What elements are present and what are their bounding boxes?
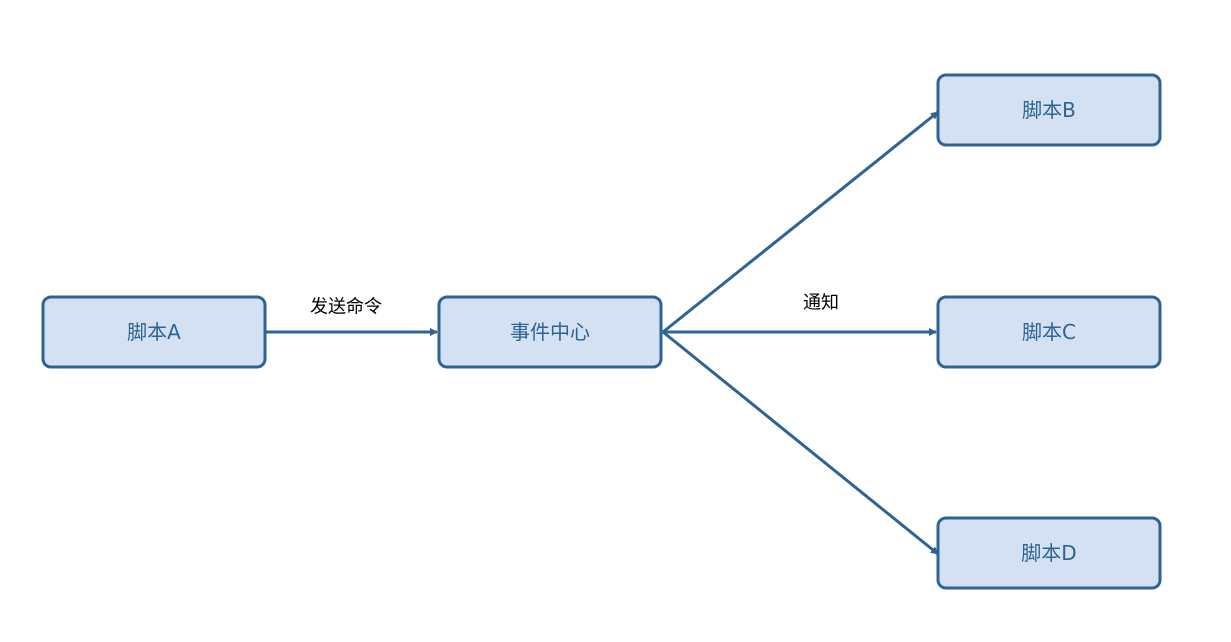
- edge-label-notify: 通知: [803, 293, 839, 314]
- node-script-b: 脚本B: [936, 73, 1162, 147]
- node-script-a: 脚本A: [41, 295, 267, 369]
- node-script-d: 脚本D: [936, 516, 1162, 590]
- edge-center-to-b: [662, 110, 939, 334]
- node-script-c-label: 脚本C: [1022, 320, 1076, 344]
- node-script-a-label: 脚本A: [127, 320, 181, 344]
- node-event-center-label: 事件中心: [510, 320, 590, 344]
- node-script-c: 脚本C: [936, 295, 1162, 369]
- node-script-b-label: 脚本B: [1022, 98, 1076, 122]
- node-event-center: 事件中心: [437, 295, 663, 369]
- edge-label-send-command: 发送命令: [310, 297, 382, 318]
- node-script-d-label: 脚本D: [1021, 541, 1076, 565]
- edge-center-to-d: [662, 330, 939, 556]
